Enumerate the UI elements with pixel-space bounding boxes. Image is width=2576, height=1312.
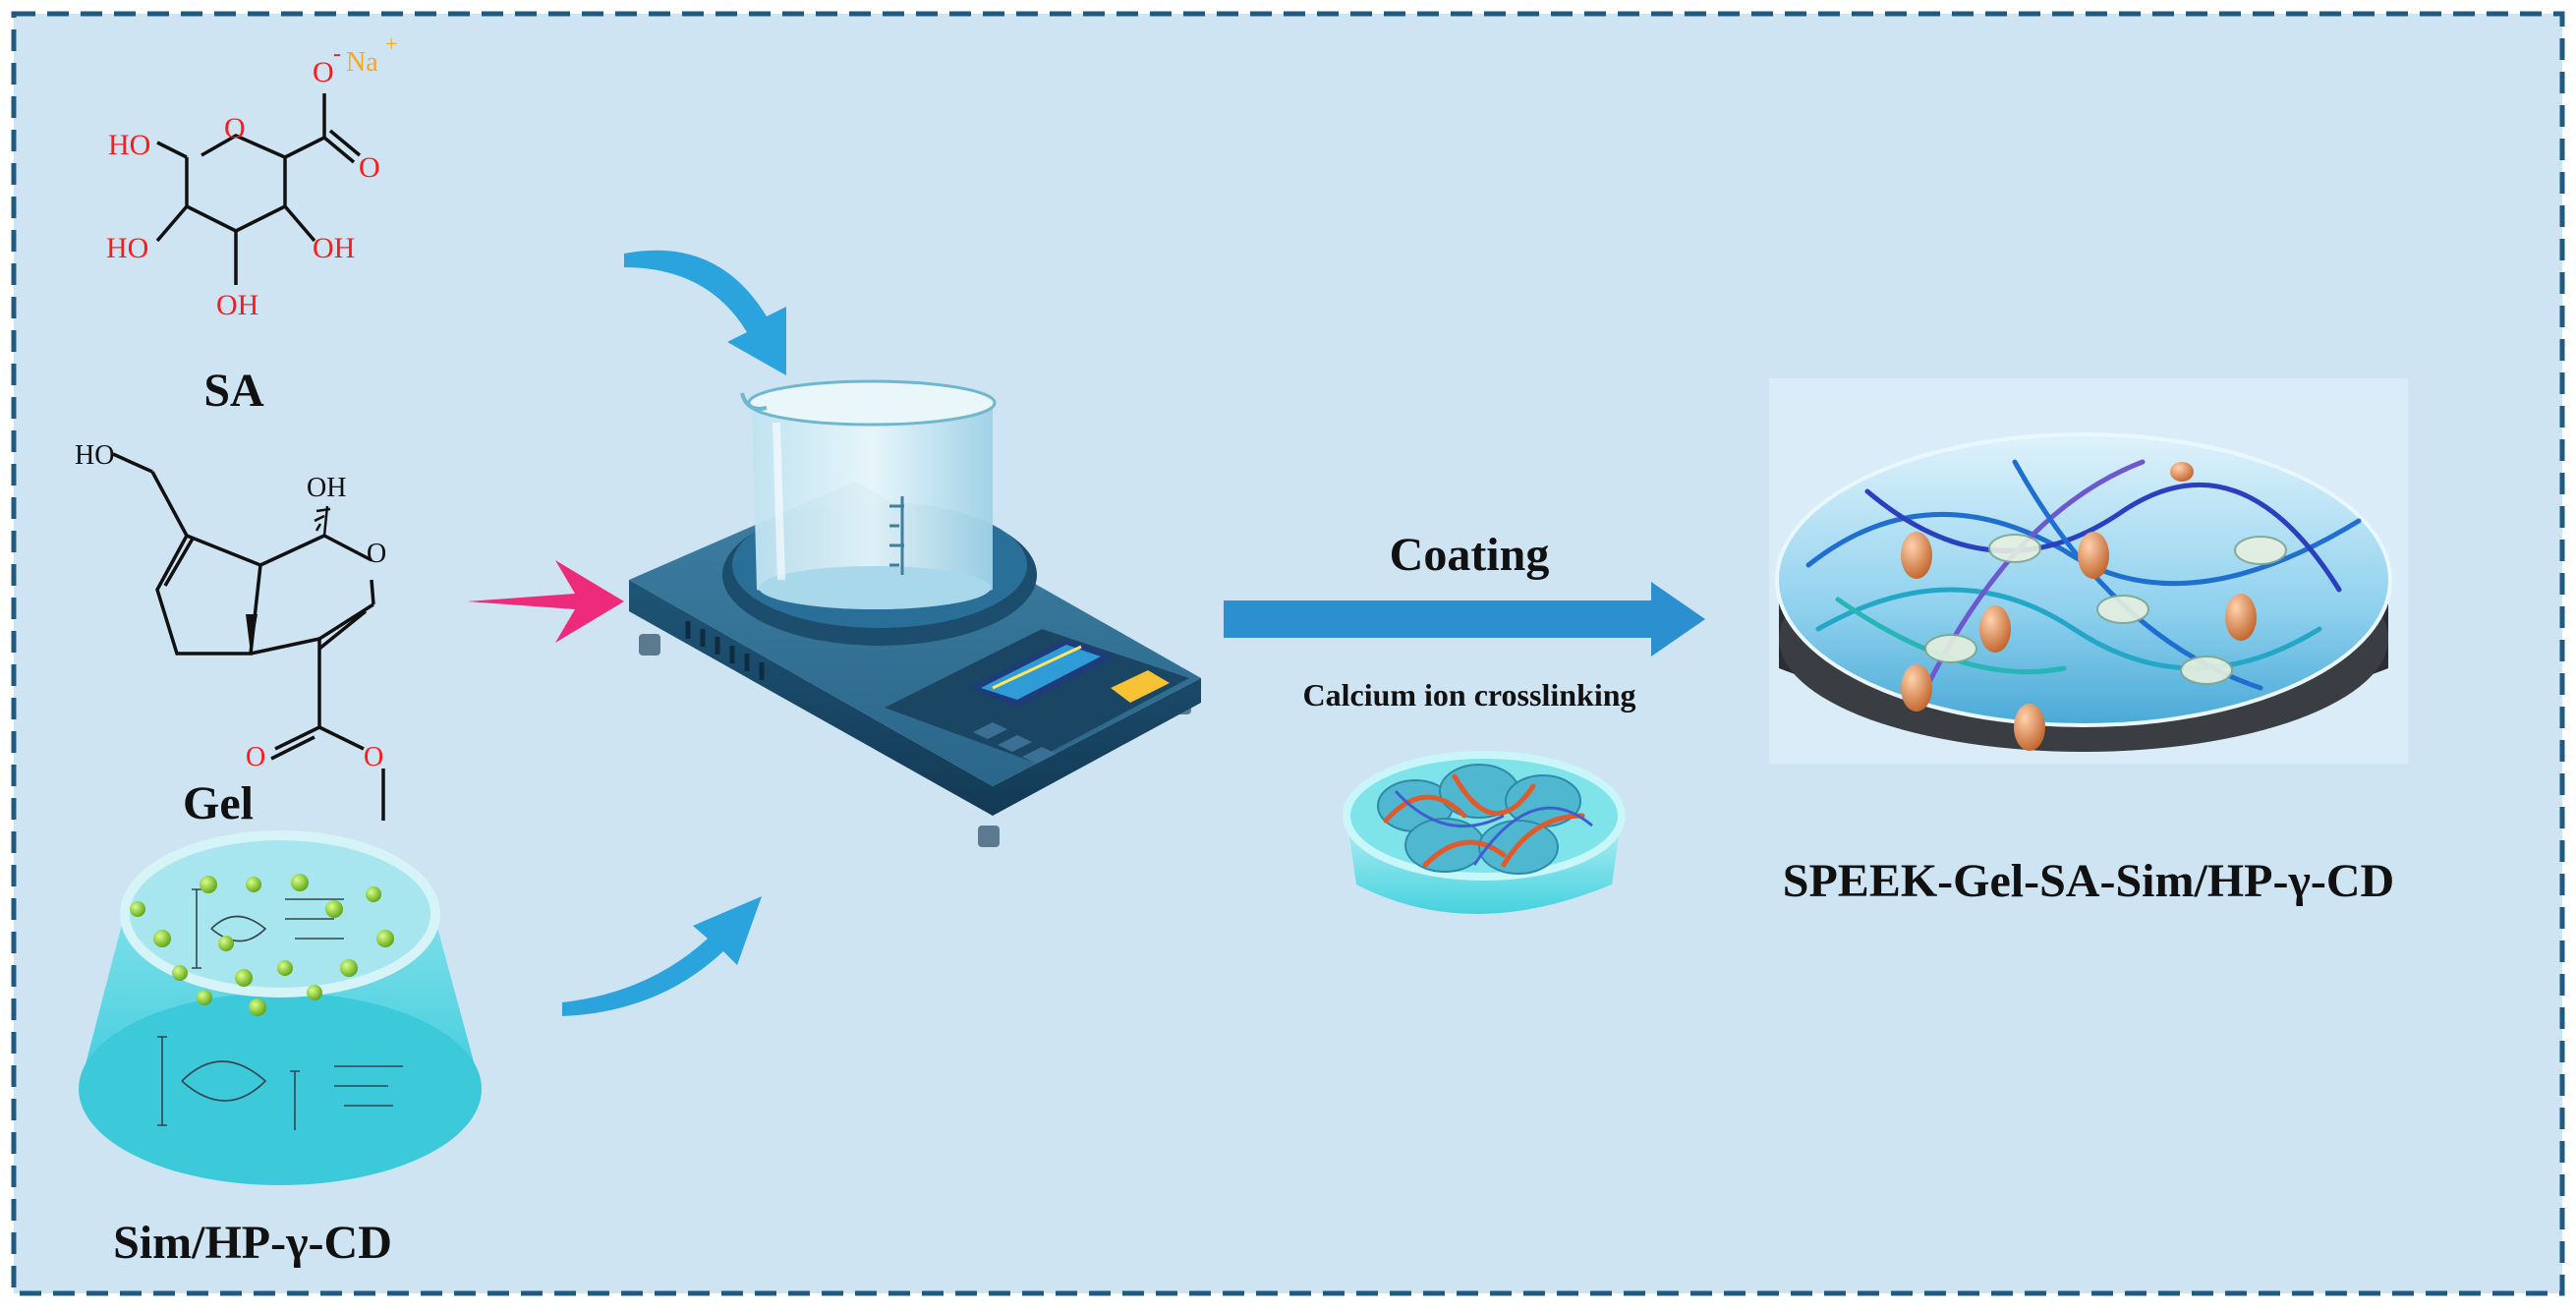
sim-label: Sim/HP-γ-CD: [113, 1217, 392, 1269]
sa-o-minus: O: [313, 56, 334, 88]
gel-ho-top: HO: [75, 440, 114, 471]
cyclodextrin-bowl-icon: [79, 830, 482, 1185]
coated-disc-icon: [1769, 378, 2408, 764]
crosslink-label: Calcium ion crosslinking: [1302, 677, 1635, 713]
sa-oh-bottom: OH: [216, 289, 258, 321]
curved-arrow-icon: [624, 250, 786, 375]
sa-label: SA: [203, 365, 264, 417]
sa-na: Na: [346, 47, 378, 78]
gel-label: Gel: [183, 777, 254, 829]
sa-plus-sign: +: [385, 31, 397, 56]
coating-label: Coating: [1390, 529, 1550, 581]
dashed-border: [11, 11, 2565, 1296]
product-label: SPEEK-Gel-SA-Sim/HP-γ-CD: [1783, 855, 2394, 907]
gel-structure: HO OH O O O: [75, 440, 386, 821]
gel-oh-top: OH: [307, 473, 346, 503]
beaker-icon: [740, 379, 997, 609]
sa-minus-sign: -: [333, 41, 341, 67]
gel-ring-o: O: [367, 539, 386, 569]
sa-oh-right: OH: [313, 232, 355, 264]
sa-ho-left: HO: [108, 129, 150, 161]
sa-ring-o: O: [224, 112, 246, 144]
petri-dish-icon: [1343, 751, 1626, 914]
sa-structure: HO O O - Na + O HO OH OH: [106, 31, 397, 321]
sa-ho-mid: HO: [106, 232, 148, 264]
gel-ester-o: O: [364, 742, 383, 772]
curved-arrow-icon: [562, 896, 762, 1016]
sa-carbonyl-o: O: [359, 151, 380, 184]
process-arrow: [1224, 582, 1705, 656]
gel-carbonyl-o: O: [246, 742, 265, 772]
pink-arrow-icon: [467, 560, 624, 643]
